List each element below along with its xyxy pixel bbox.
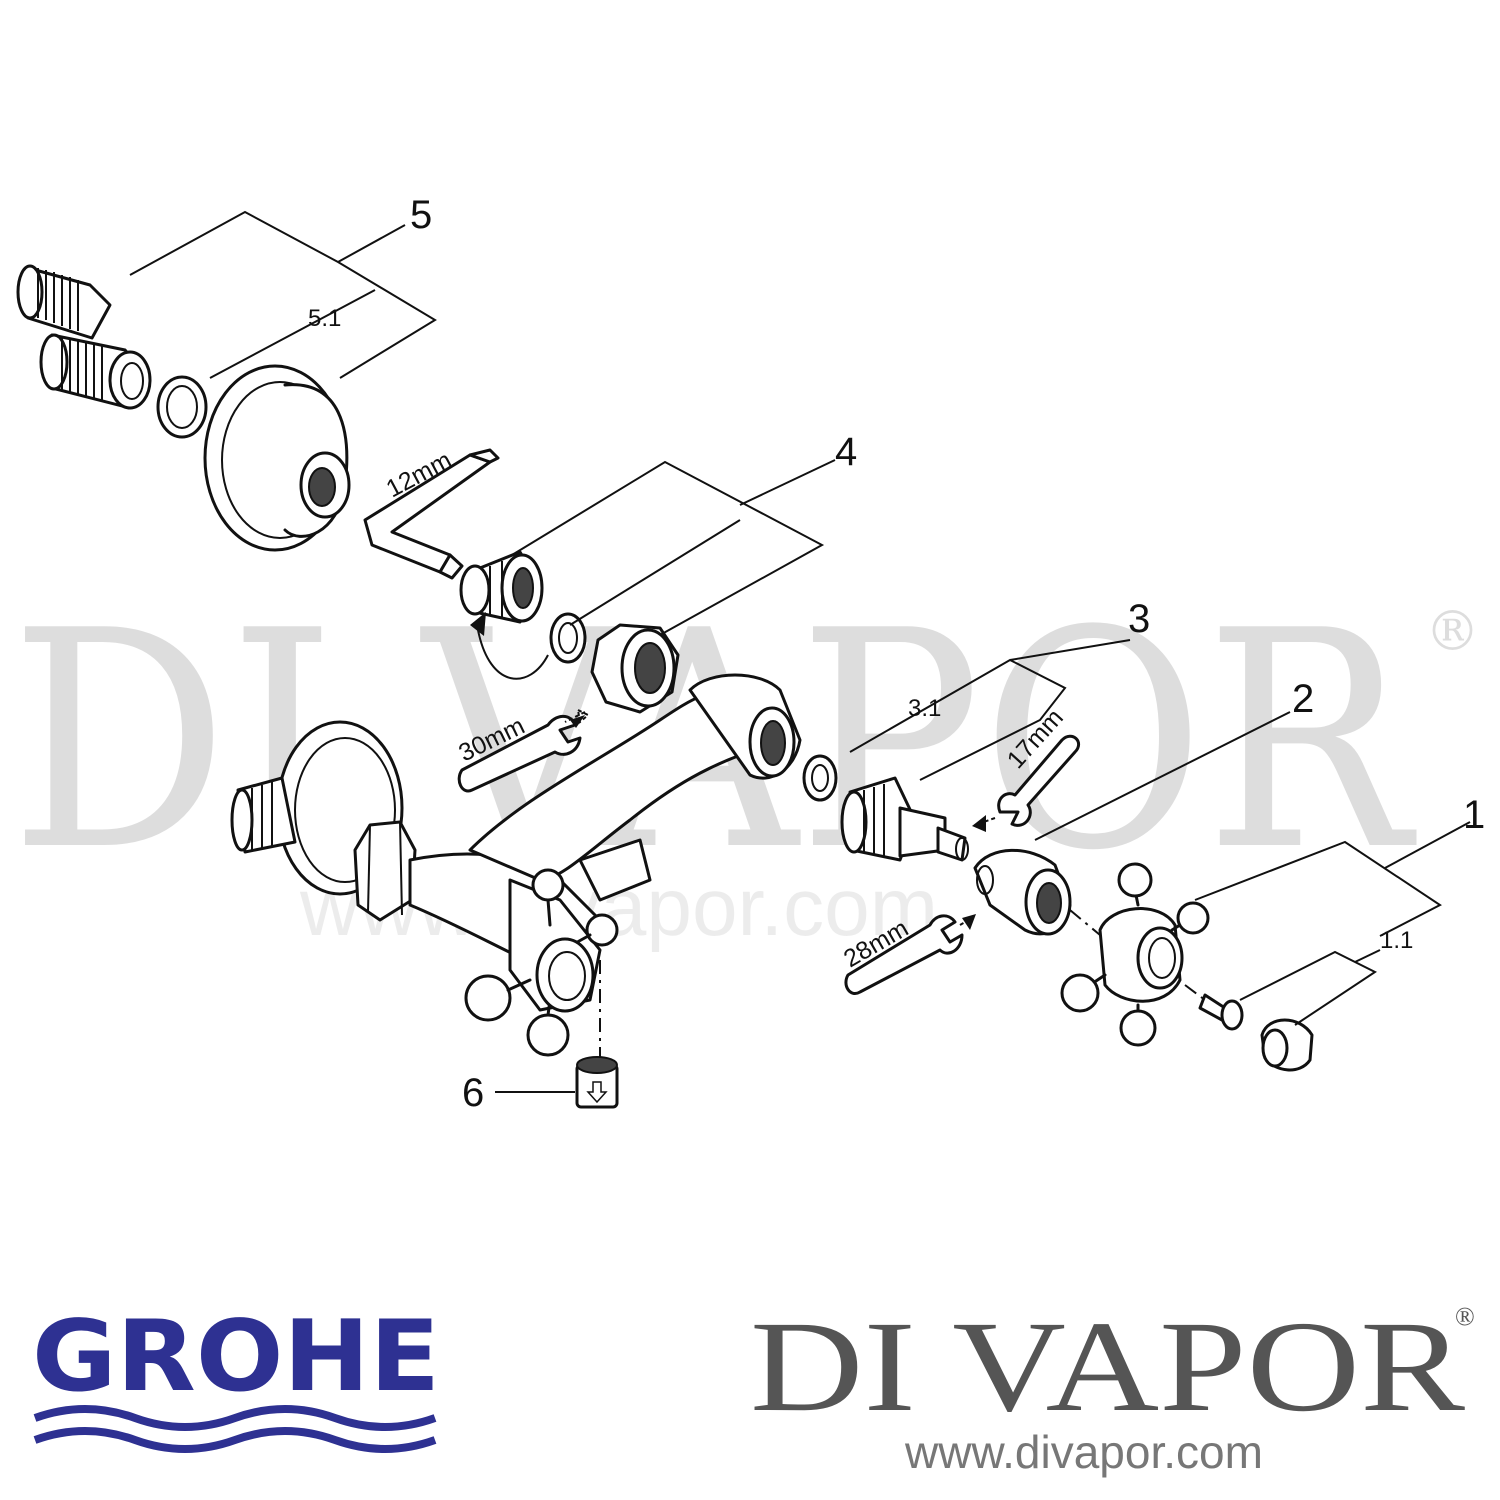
rotation-arrow: [470, 612, 549, 680]
callout-5-1: 5.1: [308, 305, 341, 332]
part-5-1-washer: [156, 375, 208, 439]
grohe-wave-icon: [33, 1405, 437, 1431]
callout-1: 1: [1463, 793, 1485, 837]
part-3-cartridge: [840, 776, 969, 862]
wrench-17mm: [972, 734, 1081, 832]
callout-2: 2: [1292, 677, 1314, 721]
part-4-adaptor: [459, 550, 544, 624]
part-5-escutcheon: [203, 364, 351, 552]
callout-6: 6: [462, 1071, 484, 1115]
grohe-logo-text: GROHE: [32, 1300, 440, 1414]
wrench-30mm: [457, 708, 590, 793]
callout-leaders: [129, 210, 1471, 1093]
callout-5: 5: [410, 193, 432, 237]
grohe-logo: GROHE: [32, 1300, 440, 1453]
watermark-registered: ®: [1425, 599, 1480, 663]
callout-1-1: 1.1: [1380, 927, 1413, 954]
watermark: DI VAPOR ® www.divapor.com: [10, 567, 1480, 953]
divapor-registered: ®: [1455, 1302, 1475, 1331]
valve-body: [230, 673, 802, 1057]
hex-key-12mm: [363, 448, 500, 580]
part-4-oring: [549, 612, 587, 664]
wrench-28mm: [844, 914, 976, 995]
divapor-logo: DI VAPOR ® www.divapor.com: [750, 1295, 1475, 1478]
divapor-url: www.divapor.com: [904, 1426, 1263, 1478]
part-1-1-screw-cap: [1184, 984, 1314, 1072]
divapor-logo-text: DI VAPOR: [750, 1295, 1465, 1439]
part-5-connectors: [16, 264, 152, 410]
part-4-nut: [590, 623, 680, 714]
wrench-30mm-arrow: [570, 715, 585, 728]
callout-4: 4: [835, 430, 857, 474]
part-2-cap: [973, 848, 1072, 936]
callout-3: 3: [1128, 597, 1150, 641]
part-6-aerator: [575, 960, 619, 1109]
callout-3-1: 3.1: [908, 695, 941, 722]
part-1-handle: [1060, 862, 1210, 1047]
part-3-1-oring: [802, 754, 838, 802]
